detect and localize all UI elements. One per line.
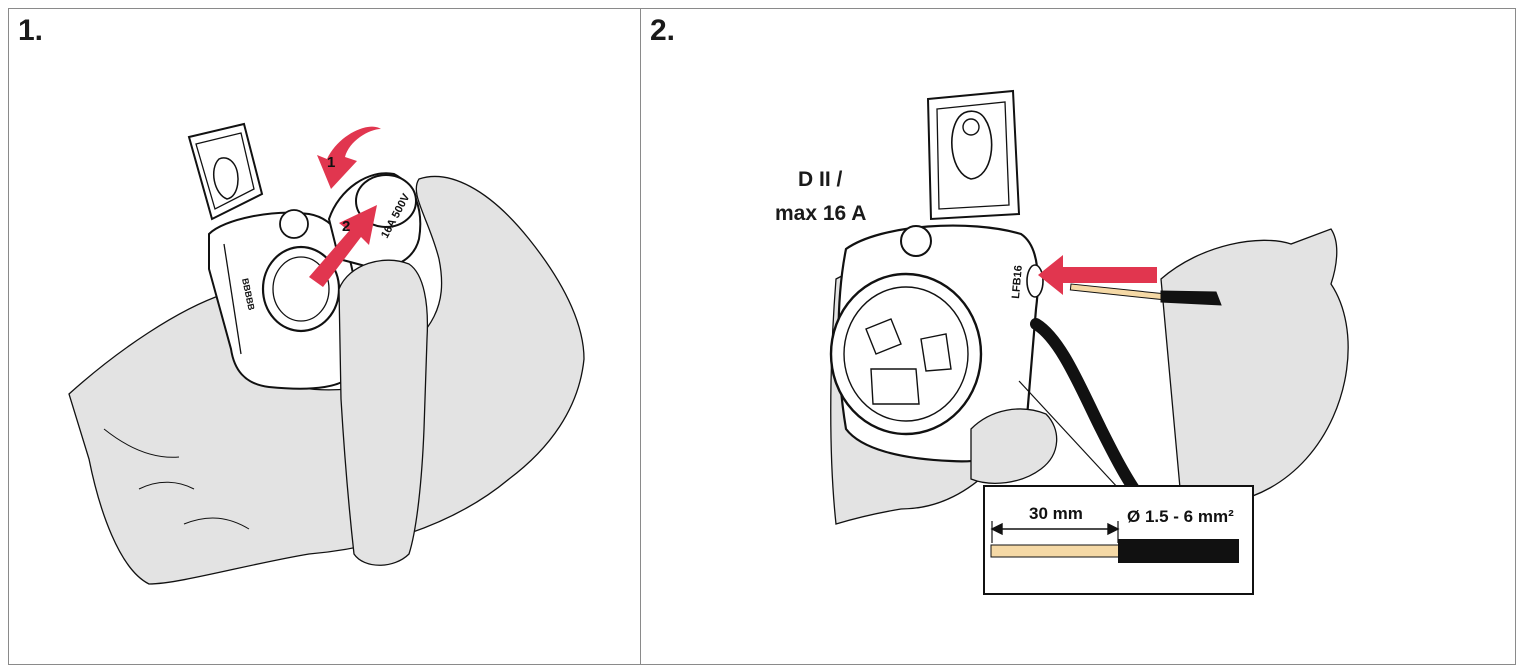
probe-tool [1069, 283, 1222, 306]
hand-thumb [338, 259, 429, 566]
step-1-panel: BBBBB 16A 500V 1 2 [9, 9, 639, 664]
insert-arrow-icon [309, 205, 377, 287]
socket-lid [926, 89, 1021, 221]
callout-2: 2 [342, 218, 350, 235]
cross-section-label: Ø 1.5 - 6 mm² [1127, 507, 1234, 526]
power-cable [1030, 318, 1147, 505]
panel-divider [640, 8, 641, 665]
socket-body: BBBBB [208, 209, 355, 390]
socket-body: LFB16 [829, 224, 1044, 463]
callout-1: 1 [327, 154, 335, 171]
hand-fingers-right [1160, 228, 1349, 505]
rating-line-1: D II / [798, 168, 843, 191]
detail-leader-line [1018, 380, 1120, 490]
socket-lid [187, 122, 264, 221]
product-marking: LFB16 [1010, 265, 1025, 300]
cable-detail-box [983, 485, 1254, 595]
stripped-conductor [990, 544, 1121, 558]
step-1-illustration: BBBBB 16A 500V 1 2 [68, 122, 585, 585]
dimension-arrow-icon [990, 522, 1120, 536]
cable-insulation [1118, 539, 1239, 563]
strip-length-label: 30 mm [1029, 504, 1083, 523]
step-2-number: 2. [650, 14, 676, 47]
insert-arrow-icon [1038, 255, 1157, 295]
hand-thumb [970, 408, 1058, 484]
step-2-illustration: LFB16 30 mm Ø 1.5 - 6 mm² [829, 89, 1349, 595]
step-1-number: 1. [18, 14, 44, 47]
figure-frame [8, 8, 1516, 665]
rotate-arrow-icon [317, 126, 381, 189]
rating-line-2: max 16 A [775, 202, 867, 225]
step-2-panel: LFB16 30 mm Ø 1.5 - 6 mm² [641, 9, 1515, 664]
